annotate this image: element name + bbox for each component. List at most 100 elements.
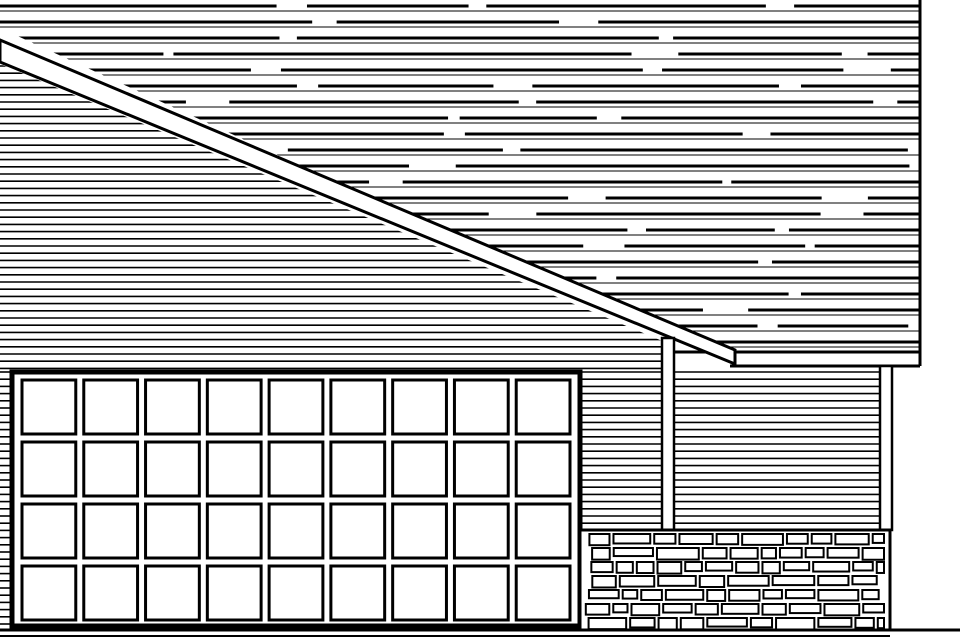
stone-block — [612, 603, 629, 614]
stone-block — [618, 575, 656, 588]
stone-block — [727, 575, 770, 587]
stone-block — [587, 589, 620, 600]
stone-block — [612, 547, 654, 558]
garage-door-panel — [329, 378, 387, 436]
stone-block — [629, 617, 656, 629]
garage-door-panel — [391, 502, 448, 560]
garage-door-panel — [205, 378, 263, 436]
stone-block — [701, 547, 728, 560]
stone-block — [706, 617, 748, 628]
garage-door-panel — [329, 440, 387, 498]
downspout — [660, 336, 676, 532]
stone-block — [871, 533, 886, 544]
corner-trim — [878, 364, 894, 532]
stone-block — [694, 603, 719, 616]
stone-block — [715, 533, 740, 546]
garage-door-panel — [391, 440, 448, 498]
stone-block — [862, 603, 885, 614]
garage-door-panel — [514, 564, 572, 622]
stone-block — [817, 589, 860, 602]
garage-door-panel — [205, 502, 263, 560]
stone-block — [826, 547, 860, 559]
garage-door-panel — [267, 378, 325, 436]
garage-door-panel — [267, 564, 325, 622]
garage-door-panel — [82, 440, 140, 498]
garage-door-panel — [82, 564, 140, 622]
stone-block — [640, 589, 663, 602]
garage-door-panel — [329, 564, 387, 622]
stone-block — [720, 603, 760, 615]
stone-block — [678, 533, 714, 546]
stone-block — [810, 533, 833, 545]
garage-door-panel — [391, 378, 448, 436]
garage-door-panel — [267, 502, 325, 560]
stone-block — [621, 589, 639, 600]
garage-door-panel — [205, 564, 263, 622]
stone-block — [591, 575, 617, 589]
garage-door-panel — [144, 502, 201, 560]
stone-block — [852, 561, 874, 572]
garage-door-panel — [20, 502, 78, 560]
stone-block — [655, 547, 700, 561]
stone-block — [741, 533, 784, 546]
stone-block — [662, 603, 693, 614]
garage-door-panel — [144, 564, 201, 622]
stone-block — [854, 617, 875, 629]
stone-block — [782, 561, 811, 572]
stone-block — [728, 589, 761, 602]
stone-block — [775, 617, 816, 631]
garage-door-panel — [82, 378, 140, 436]
stone-block — [706, 589, 727, 602]
stone-block — [817, 617, 853, 628]
garage-door-panel — [452, 564, 510, 622]
stone-block — [587, 617, 628, 631]
garage-door-panel — [144, 440, 201, 498]
garage-door-panel — [82, 502, 140, 560]
stone-block — [788, 603, 822, 615]
stone-block — [729, 547, 759, 560]
stone-block — [812, 561, 851, 573]
garage-door-panel — [267, 440, 325, 498]
garage-door-panel — [452, 502, 510, 560]
stone-block — [804, 547, 825, 559]
garage-door-panel — [20, 440, 78, 498]
stone-block — [657, 575, 697, 587]
stone-block — [698, 575, 726, 588]
garage-door — [9, 369, 583, 629]
garage-door-panel — [20, 564, 78, 622]
stone-block — [861, 547, 886, 561]
rake-board — [0, 38, 737, 367]
garage-door-panel — [144, 378, 201, 436]
stone-block — [630, 603, 661, 617]
stone-block — [749, 617, 774, 629]
garage-door-panel — [514, 378, 572, 436]
garage-door-panel — [20, 378, 78, 436]
right-wall-siding — [580, 371, 880, 525]
garage-door-panel — [329, 502, 387, 560]
stone-block — [761, 603, 787, 616]
stone-block — [761, 561, 781, 575]
stone-block — [584, 603, 611, 616]
stone-block — [656, 561, 683, 575]
stone-block — [653, 533, 677, 545]
garage-door-panel — [205, 440, 263, 498]
stone-block — [823, 603, 861, 617]
stone-block — [817, 575, 850, 587]
stone-block — [664, 589, 705, 601]
stone-block — [679, 617, 705, 631]
stone-block — [785, 533, 809, 545]
stone-block — [851, 575, 878, 586]
stone-block — [876, 617, 886, 630]
stone-block — [591, 547, 611, 561]
garage-door-panel — [514, 502, 572, 560]
garage-door-panel — [514, 440, 572, 498]
stone-block — [657, 617, 678, 631]
lower-lap-siding — [0, 65, 668, 370]
stone-block — [704, 561, 734, 572]
stone-block — [875, 561, 886, 574]
stone-block — [615, 561, 634, 574]
stone-block — [784, 589, 816, 600]
stone-block — [834, 533, 870, 546]
